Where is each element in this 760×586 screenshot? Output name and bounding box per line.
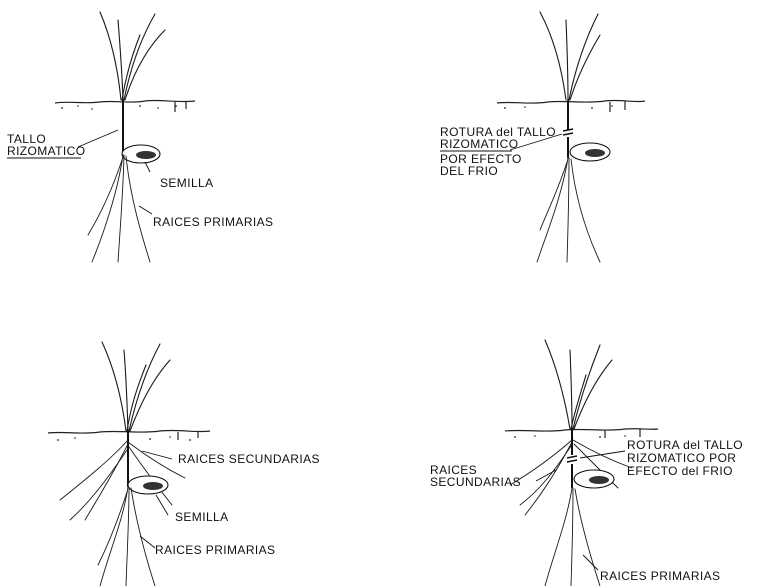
primary-roots-label: RAICES PRIMARIAS — [155, 543, 275, 557]
break-label-line1: ROTURA del TALLO — [627, 438, 743, 452]
soil-surface — [505, 429, 658, 438]
primary-roots — [98, 487, 155, 586]
seed-leader — [145, 162, 150, 172]
stem-break-mark — [563, 129, 573, 135]
leaves — [102, 342, 170, 431]
primary-roots — [537, 158, 600, 262]
stem-label-line2: RIZOMATICO — [7, 144, 85, 158]
break-label-line2: RIZOMATICO — [440, 137, 518, 151]
primary-roots-leader — [583, 555, 598, 570]
primary-roots-label: RAICES PRIMARIAS — [600, 569, 720, 583]
secondary-roots — [60, 440, 185, 520]
panel-top-left: TALLO RIZOMATICO SEMILLA RAICES PRIMARIA… — [7, 12, 273, 262]
panel-top-right: ROTURA del TALLO RIZOMATICO POR EFECTO D… — [440, 12, 645, 262]
panel-bottom-left: RAICES SECUNDARIAS SEMILLA RAICES PRIMAR… — [48, 342, 320, 586]
soil-surface — [497, 100, 645, 112]
roots-leader — [139, 206, 152, 214]
seed — [128, 476, 168, 494]
leaves — [540, 12, 600, 100]
secondary-roots-label: RAICES SECUNDARIAS — [178, 452, 320, 466]
panel-bottom-right: ROTURA del TALLO RIZOMATICO POR EFECTO d… — [430, 340, 743, 586]
primary-roots — [88, 155, 150, 262]
secondary-roots-label-line2: SECUNDARIAS — [430, 475, 521, 489]
seed — [122, 145, 160, 163]
primary-roots-label: RAICES PRIMARIAS — [153, 215, 273, 229]
break-leader — [580, 451, 625, 458]
seed — [570, 143, 610, 161]
leaves — [545, 340, 612, 429]
break-label-line3: EFECTO del FRIO — [627, 464, 733, 478]
primary-roots — [545, 488, 600, 586]
stem-break-mark — [567, 456, 577, 462]
break-label-line2: RIZOMATICO POR — [627, 451, 736, 465]
seed-label: SEMILLA — [160, 176, 214, 190]
leaves — [100, 12, 165, 100]
seed — [574, 470, 614, 488]
break-label-line4: DEL FRIO — [440, 164, 498, 178]
seed-label: SEMILLA — [175, 510, 229, 524]
soil-surface — [55, 100, 195, 112]
